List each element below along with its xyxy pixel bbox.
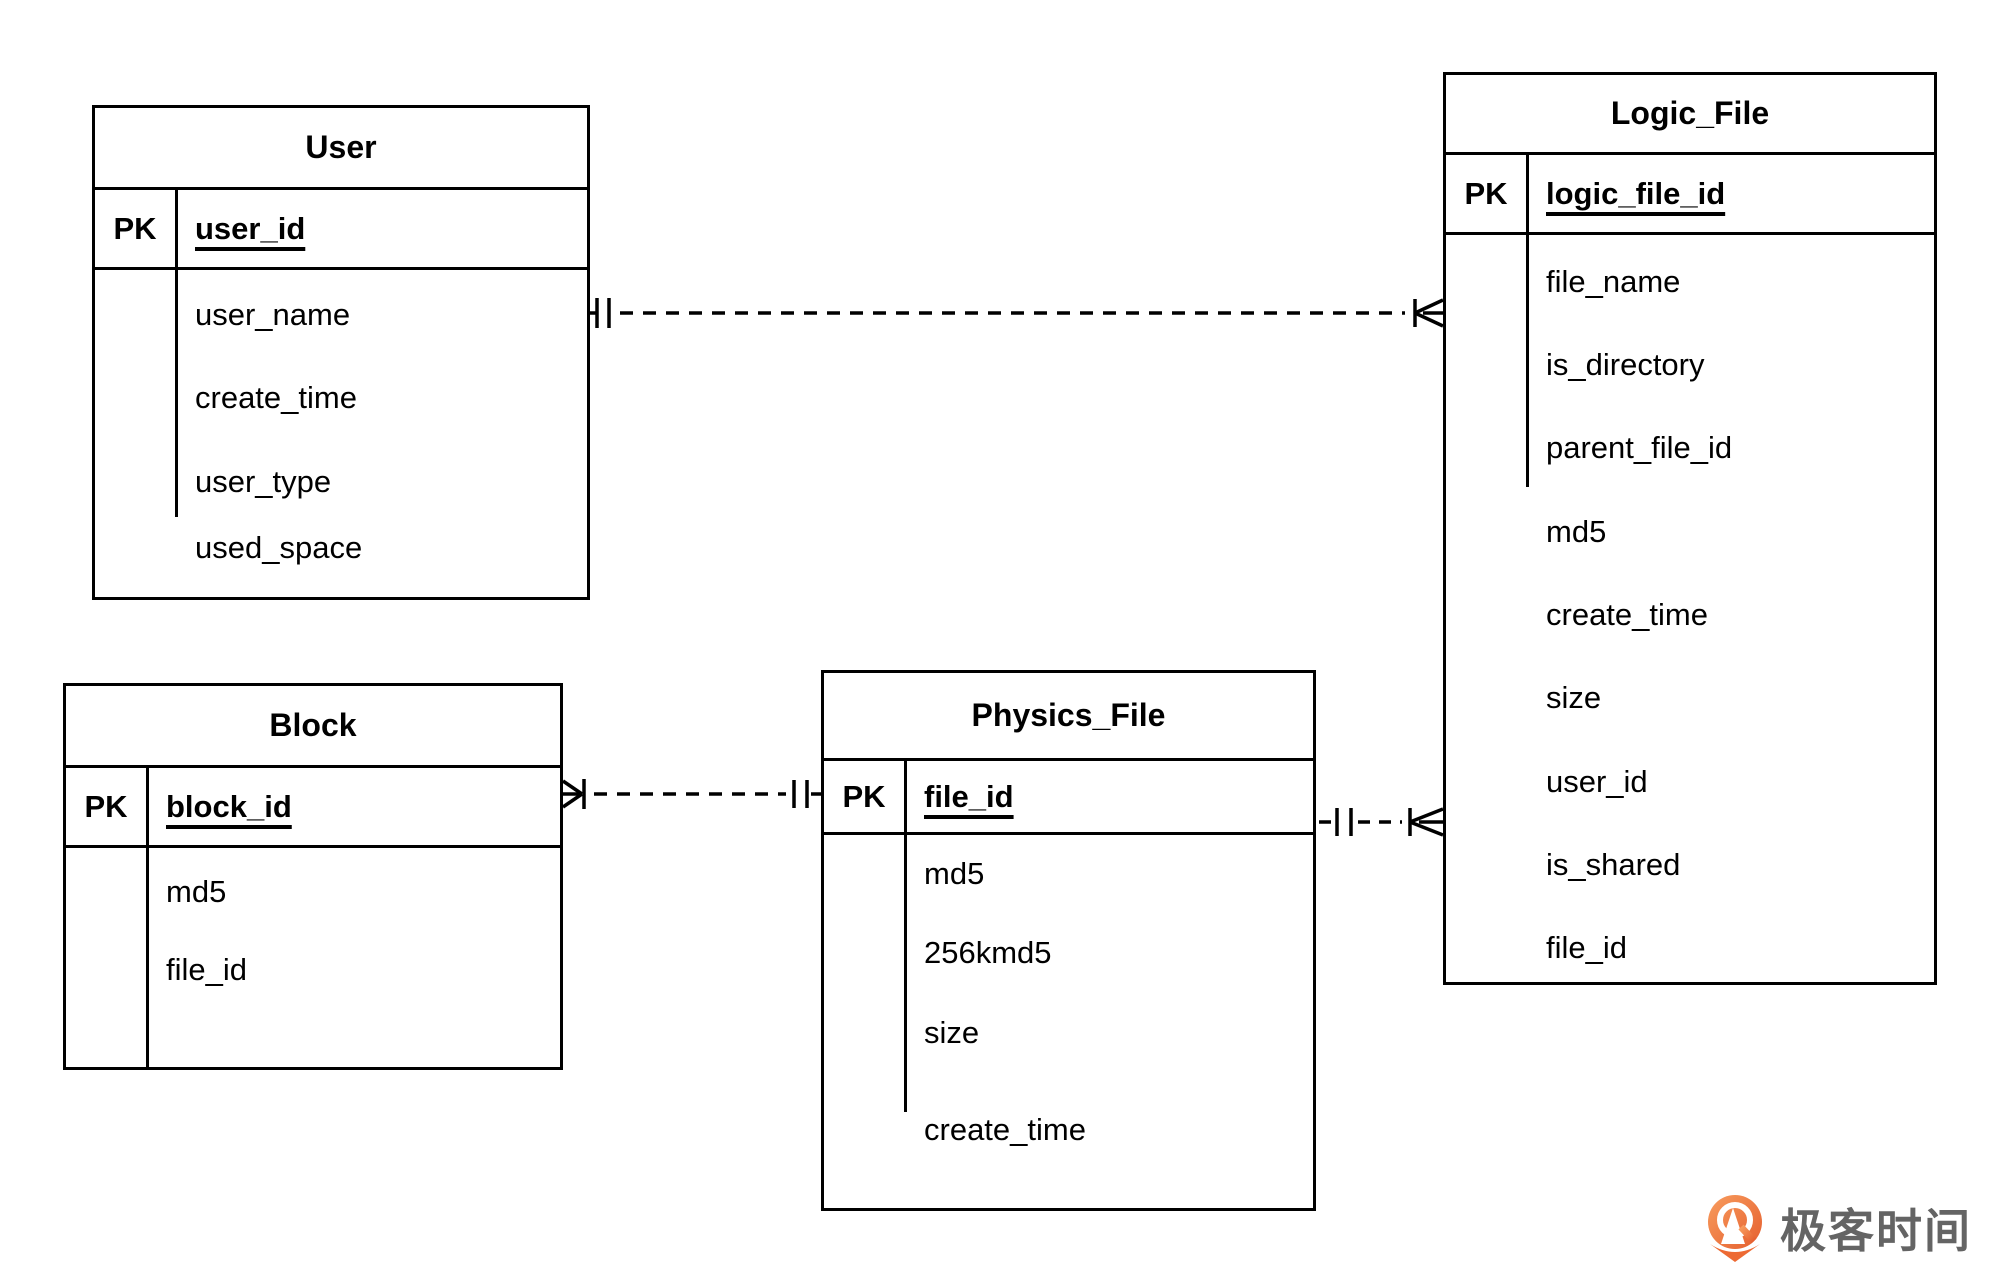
pk-column-divider xyxy=(904,835,907,1112)
field-label: md5 xyxy=(924,856,985,891)
block-table-fields: md5 file_id xyxy=(66,848,560,1067)
physics-file-pk-label: PK xyxy=(824,761,907,832)
field-label: create_time xyxy=(195,380,357,415)
entity-table-logic-file: Logic_File PK logic_file_id file_name is… xyxy=(1443,72,1937,985)
geektime-icon xyxy=(1708,1195,1762,1262)
physics-file-pk-row: PK file_id xyxy=(824,761,1313,835)
logic-file-pk-label: PK xyxy=(1446,155,1529,232)
pk-column-divider xyxy=(175,270,178,517)
geektime-logo-text: 极客时间 xyxy=(1780,1205,1972,1257)
relationship-user-logicfile xyxy=(590,298,1444,328)
block-pk-field: block_id xyxy=(166,788,292,824)
block-pk-label: PK xyxy=(66,768,149,845)
field-label: create_time xyxy=(924,1112,1086,1147)
pk-column-divider xyxy=(1526,235,1529,487)
user-pk-row: PK user_id xyxy=(95,190,587,270)
field-label: md5 xyxy=(166,874,227,909)
field-label: user_id xyxy=(1546,764,1648,799)
field-label: parent_file_id xyxy=(1546,430,1733,465)
user-pk-field: user_id xyxy=(195,210,306,246)
field-label: is_shared xyxy=(1546,847,1681,882)
field-label: md5 xyxy=(1546,514,1607,549)
field-label: 256kmd5 xyxy=(924,935,1052,970)
entity-table-physics-file: Physics_File PK file_id md5 256kmd5 size… xyxy=(821,670,1316,1211)
field-label: create_time xyxy=(1546,597,1708,632)
physics-file-table-fields: md5 256kmd5 size create_time xyxy=(824,835,1313,1208)
user-table-fields: user_name create_time user_type used_spa… xyxy=(95,270,587,597)
logic-file-table-fields: file_name is_directory parent_file_id md… xyxy=(1446,235,1934,982)
field-label: size xyxy=(924,1015,980,1050)
pk-column-divider xyxy=(146,848,149,1067)
physics-file-table-title: Physics_File xyxy=(824,673,1313,761)
logic-file-pk-row: PK logic_file_id xyxy=(1446,155,1934,235)
block-pk-row: PK block_id xyxy=(66,768,560,848)
field-label: file_id xyxy=(1546,930,1627,965)
field-label: user_name xyxy=(195,297,351,332)
entity-table-user: User PK user_id user_name create_time us… xyxy=(92,105,590,600)
relationship-block-physicsfile xyxy=(562,779,821,809)
user-table-title: User xyxy=(95,108,587,190)
geektime-logo: 极客时间 xyxy=(1704,1194,1972,1262)
block-table-title: Block xyxy=(66,686,560,768)
field-label: size xyxy=(1546,680,1602,715)
physics-file-pk-field: file_id xyxy=(924,778,1014,814)
entity-table-block: Block PK block_id md5 file_id xyxy=(63,683,563,1070)
field-label: file_name xyxy=(1546,264,1681,299)
logic-file-table-title: Logic_File xyxy=(1446,75,1934,155)
field-label: file_id xyxy=(166,952,247,987)
field-label: user_type xyxy=(195,464,332,499)
logic-file-pk-field: logic_file_id xyxy=(1546,175,1726,211)
relationship-physicsfile-logicfile xyxy=(1319,807,1444,837)
field-label: is_directory xyxy=(1546,347,1705,382)
user-pk-label: PK xyxy=(95,190,178,267)
field-label: used_space xyxy=(195,530,363,565)
